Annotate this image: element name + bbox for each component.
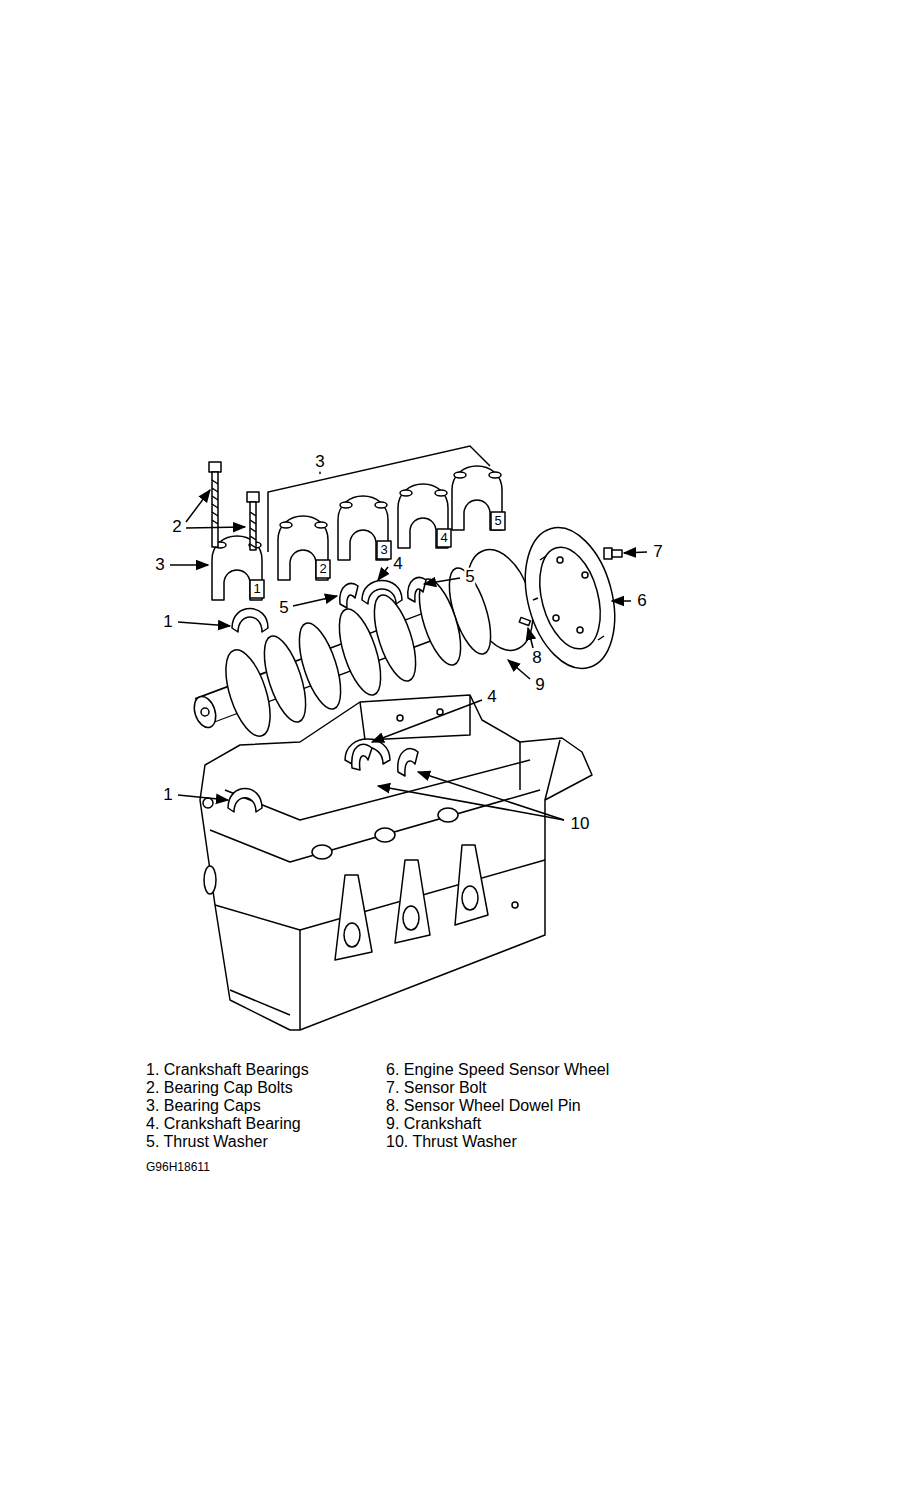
callout-number: 1 [162, 613, 173, 632]
callout-number: 4 [486, 688, 497, 707]
parts-list-item-holder: 8. Sensor Wheel Dowel Pin [386, 1097, 581, 1115]
parts-list-item: 5. Thrust Washer [146, 1133, 268, 1151]
callout-number-holder: 2 [171, 518, 182, 537]
parts-list-item-holder: 2. Bearing Cap Bolts [146, 1079, 293, 1097]
parts-list-item: 8. Sensor Wheel Dowel Pin [386, 1097, 581, 1115]
callout-number-holder: 3 [154, 556, 165, 575]
parts-list-item-holder: 10. Thrust Washer [386, 1133, 517, 1151]
callout-number: 5 [464, 568, 475, 587]
figure-code: G96H18611 [146, 1161, 210, 1174]
parts-list-item: 6. Engine Speed Sensor Wheel [386, 1061, 609, 1079]
cap-number-holder: 1 [253, 582, 260, 596]
callout-number-holder: 6 [636, 592, 647, 611]
parts-list-item: 9. Crankshaft [386, 1115, 481, 1133]
cap-number: 3 [380, 543, 387, 557]
callout-number: 2 [171, 518, 182, 537]
cap-number: 4 [440, 531, 447, 545]
callout-number: 5 [278, 599, 289, 618]
parts-list-item-holder: 3. Bearing Caps [146, 1097, 261, 1115]
cap-number-holder: 3 [380, 543, 387, 557]
engine-speed-sensor-wheel [511, 518, 629, 679]
callout-number-holder: 8 [531, 649, 542, 668]
leader-lines [170, 446, 647, 820]
parts-list-item: 3. Bearing Caps [146, 1097, 261, 1115]
callout-number-holder: 3 [314, 453, 325, 472]
upper-bearings [232, 578, 426, 632]
callout-number-holder: 1 [162, 786, 173, 805]
parts-list-item-holder: 4. Crankshaft Bearing [146, 1115, 301, 1133]
parts-list-item: 2. Bearing Cap Bolts [146, 1079, 293, 1097]
callout-number-holder: 10 [570, 815, 591, 834]
parts-list-item-holder: 1. Crankshaft Bearings [146, 1061, 309, 1079]
dowel-pin [519, 617, 530, 625]
callout-number: 9 [534, 676, 545, 695]
parts-list-item: 10. Thrust Washer [386, 1133, 517, 1151]
callout-number: 1 [162, 786, 173, 805]
callout-number-holder: 4 [486, 688, 497, 707]
figure-code-holder: G96H18611 [146, 1161, 210, 1174]
callout-number-holder: 5 [464, 568, 475, 587]
callout-number-holder: 9 [534, 676, 545, 695]
callout-number: 10 [570, 815, 591, 834]
cap-number-holder: 4 [440, 531, 447, 545]
bearing-cap-bolts [209, 462, 259, 550]
callout-number-holder: 7 [652, 543, 663, 562]
callout-number: 8 [531, 649, 542, 668]
callout-number-holder: 5 [278, 599, 289, 618]
parts-list-item: 4. Crankshaft Bearing [146, 1115, 301, 1133]
callout-number: 3 [314, 453, 325, 472]
parts-list-item-holder: 6. Engine Speed Sensor Wheel [386, 1061, 609, 1079]
parts-list-item-holder: 7. Sensor Bolt [386, 1079, 487, 1097]
callout-number: 6 [636, 592, 647, 611]
cap-number-holder: 5 [494, 514, 501, 528]
callout-number: 7 [652, 543, 663, 562]
callout-number: 4 [392, 555, 403, 574]
parts-list-item: 7. Sensor Bolt [386, 1079, 487, 1097]
callout-number-holder: 1 [162, 613, 173, 632]
parts-list-item-holder: 9. Crankshaft [386, 1115, 481, 1133]
cap-number: 2 [319, 562, 326, 576]
cap-number-holder: 2 [319, 562, 326, 576]
lower-bearings [228, 739, 418, 812]
cap-number: 5 [494, 514, 501, 528]
bearing-caps [212, 466, 505, 600]
engine-block [200, 695, 592, 1030]
parts-list-item-holder: 5. Thrust Washer [146, 1133, 268, 1151]
callout-number: 3 [154, 556, 165, 575]
callout-number-holder: 4 [392, 555, 403, 574]
sensor-bolt [604, 548, 622, 559]
cap-number: 1 [253, 582, 260, 596]
parts-list-item: 1. Crankshaft Bearings [146, 1061, 309, 1079]
